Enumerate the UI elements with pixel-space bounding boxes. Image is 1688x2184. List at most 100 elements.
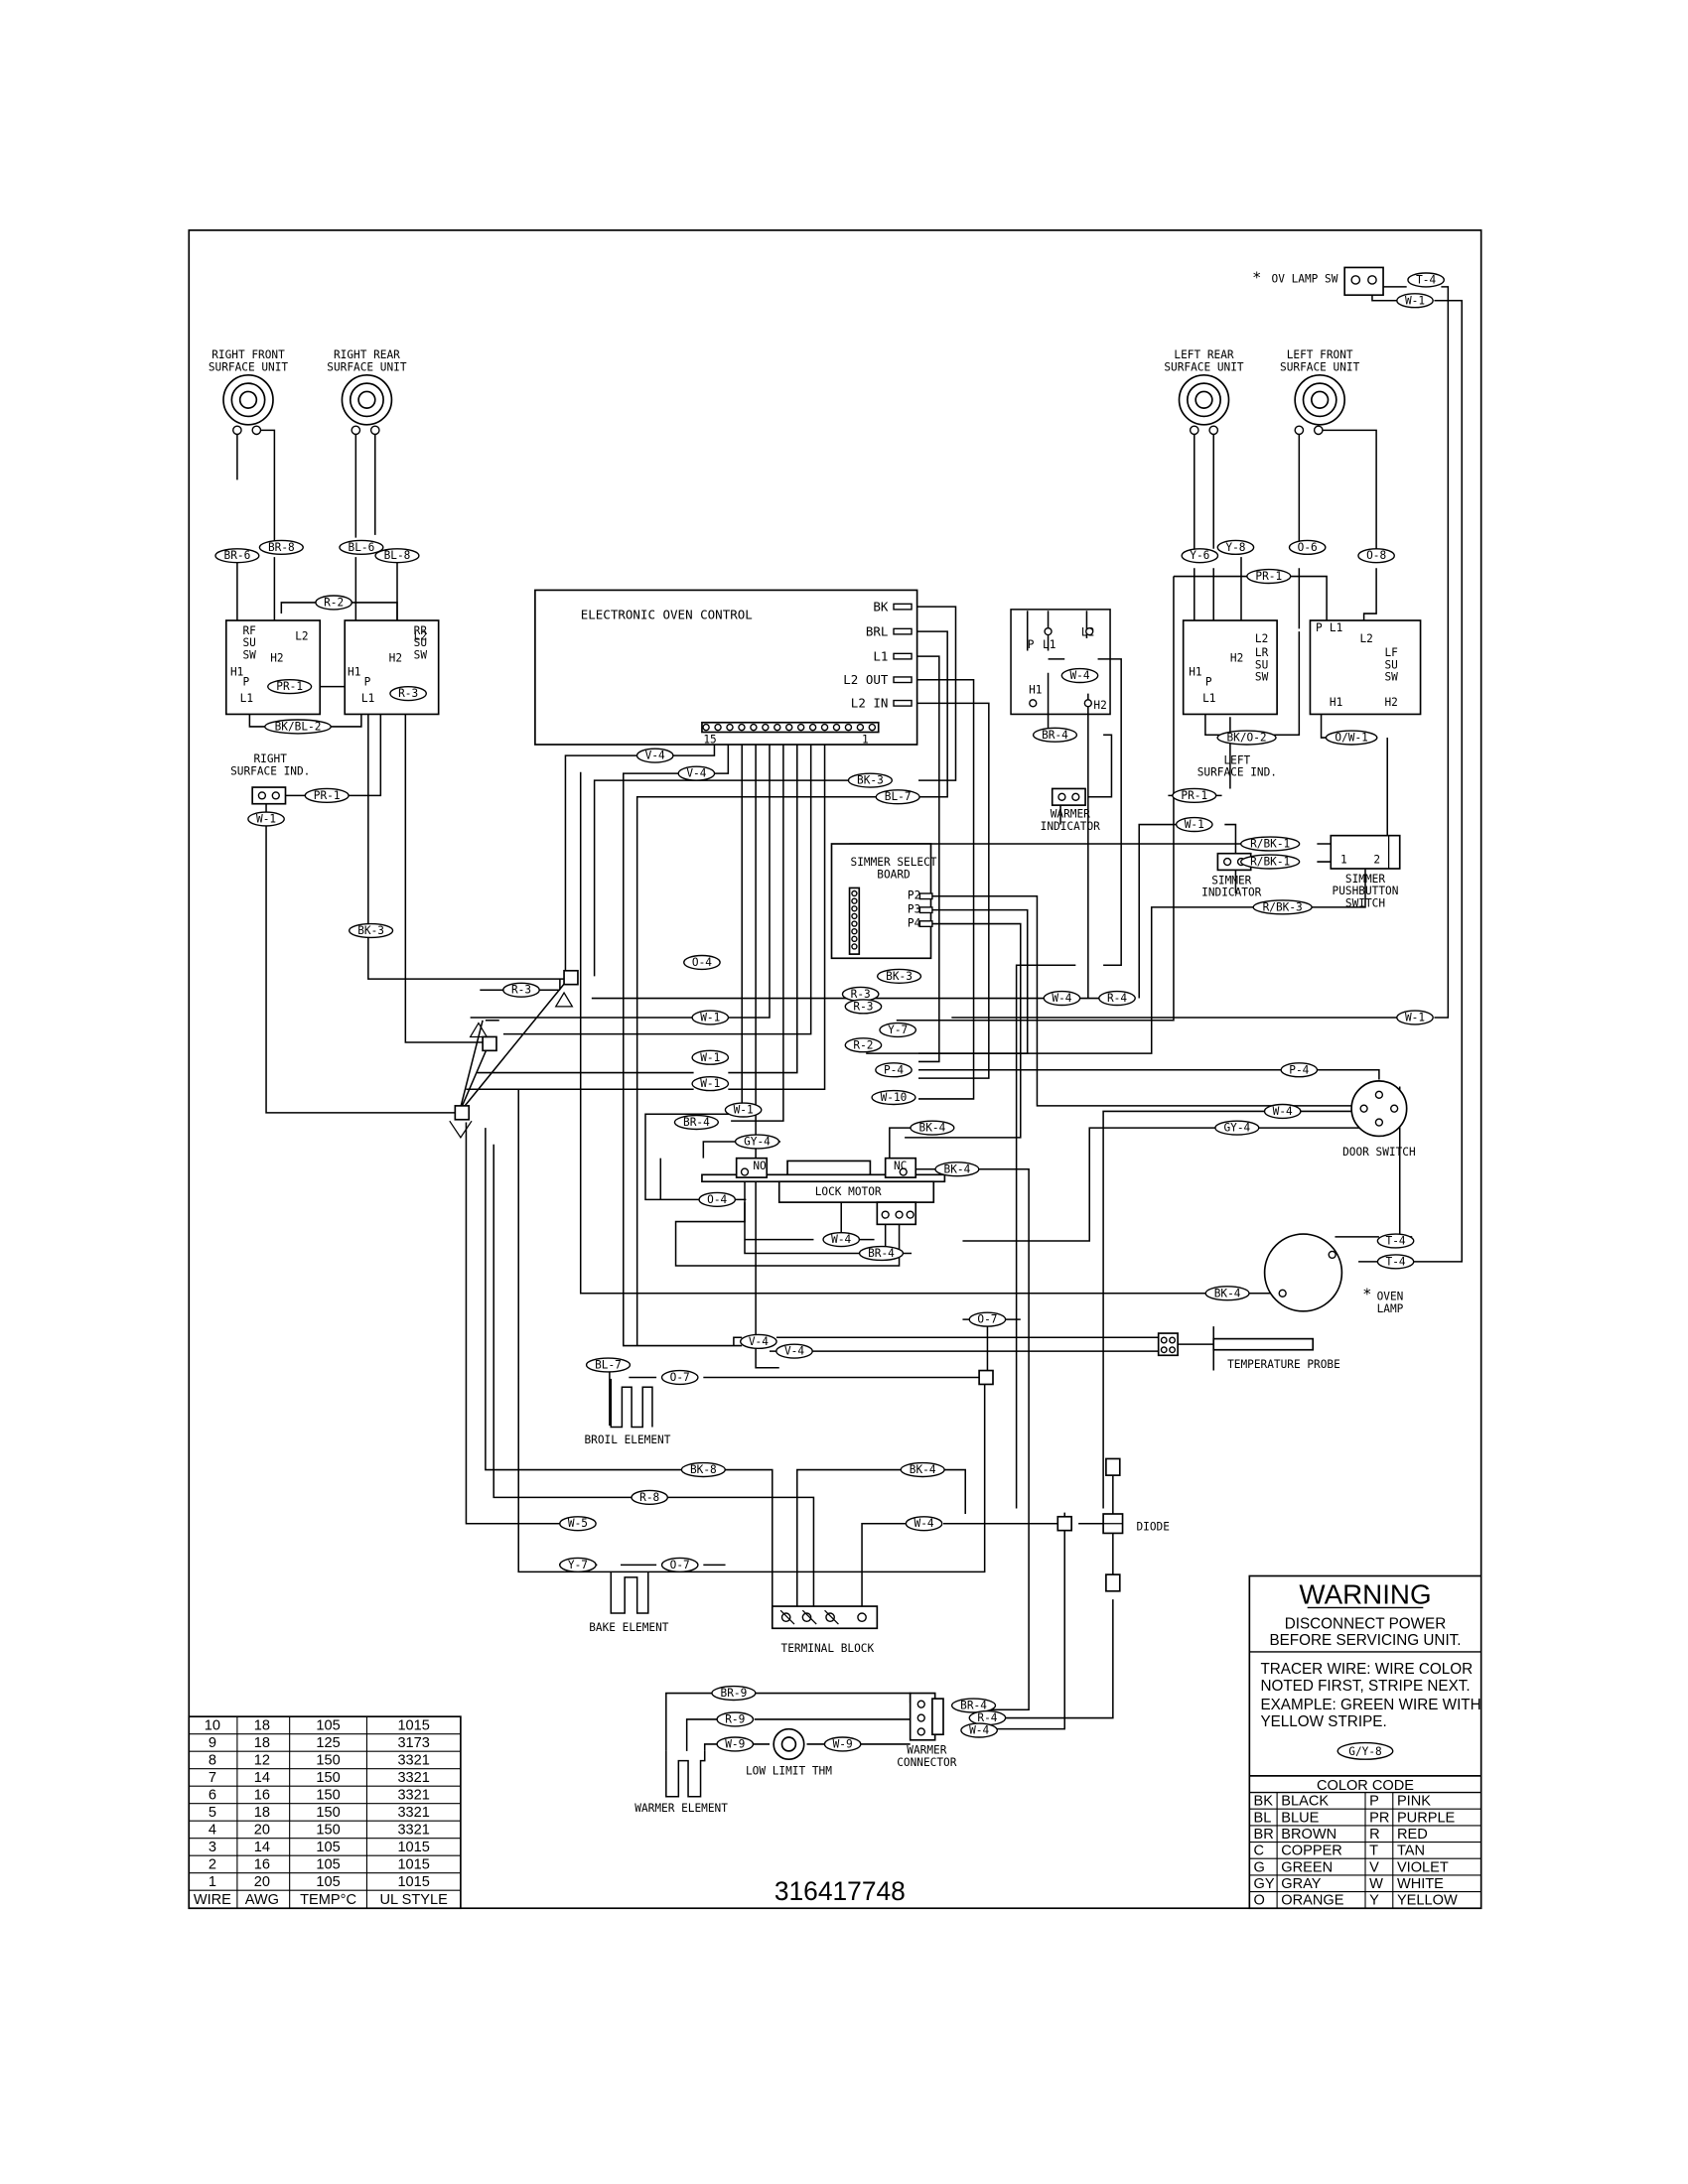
eoc-pin — [762, 723, 770, 732]
svg-text:12: 12 — [254, 1752, 270, 1768]
eoc-label: ELECTRONIC OVEN CONTROL — [581, 608, 753, 622]
svg-text:RED: RED — [1397, 1827, 1428, 1843]
wire-tag-pr1: PR-1 — [267, 679, 313, 695]
simmer-pin — [851, 935, 858, 943]
terminal-block: TERMINAL BLOCK — [771, 1605, 879, 1655]
rf-h2: H2 — [270, 652, 283, 665]
wire-tag-bk4: BK-4 — [900, 1461, 945, 1478]
svg-text:W-1: W-1 — [700, 1077, 720, 1090]
wire-tag-w1: W-1 — [1396, 1010, 1434, 1025]
rf-p: P — [242, 675, 249, 688]
svg-text:7: 7 — [209, 1770, 216, 1786]
wire-tag-t4: T-4 — [1376, 1254, 1415, 1270]
warmer-indicator-switch: P L1 L2 H1 H2 — [1028, 625, 1107, 712]
wire-tag-ow1: O/W-1 — [1325, 730, 1378, 746]
svg-text:GY-4: GY-4 — [744, 1135, 771, 1148]
svg-text:BR-4: BR-4 — [868, 1247, 895, 1260]
broil-element: BROIL ELEMENT — [584, 1378, 671, 1446]
svg-text:BK-3: BK-3 — [886, 970, 913, 983]
wire-tag-v4: V-4 — [740, 1333, 777, 1350]
ov-lamp-switch: * OV LAMP SW — [1252, 266, 1384, 297]
svg-text:105: 105 — [316, 1856, 340, 1872]
simmer-pin — [851, 897, 858, 904]
svg-text:GREEN: GREEN — [1281, 1859, 1333, 1875]
lock-nc: NC — [894, 1160, 907, 1172]
svg-text:GY-4: GY-4 — [1223, 1122, 1250, 1135]
lock-no: NO — [753, 1160, 767, 1172]
lr-h1: H1 — [1189, 666, 1201, 679]
wire-tag-v4: V-4 — [775, 1343, 813, 1359]
lock-motor-label: LOCK MOTOR — [815, 1185, 882, 1198]
svg-text:3321: 3321 — [397, 1787, 429, 1803]
wire-tag-br4: BR-4 — [858, 1245, 905, 1262]
eoc-pin — [856, 723, 865, 732]
svg-text:3: 3 — [209, 1840, 216, 1855]
lf-h2: H2 — [1384, 696, 1397, 709]
rf-l2: L2 — [295, 629, 308, 642]
wire-tag-r4: R-4 — [968, 1709, 1007, 1726]
lr-l1: L1 — [1202, 692, 1215, 705]
svg-text:YELLOW: YELLOW — [1397, 1893, 1458, 1909]
wire-tag-bl7: BL-7 — [585, 1357, 632, 1373]
svg-text:BL: BL — [1254, 1810, 1272, 1826]
wire-tag-gy4: GY-4 — [734, 1134, 780, 1150]
wire-tag-w1: W-1 — [1396, 293, 1434, 309]
svg-text:BK/BL-2: BK/BL-2 — [275, 720, 322, 733]
color-code-title: COLOR CODE — [1317, 1778, 1414, 1794]
eoc-pin — [750, 723, 758, 732]
svg-text:8: 8 — [209, 1752, 216, 1768]
simmer-pin — [851, 912, 858, 920]
wire-tag-pr1: PR-1 — [1246, 568, 1292, 585]
broil-element-label: BROIL ELEMENT — [584, 1433, 670, 1446]
svg-text:BL-8: BL-8 — [384, 549, 411, 562]
rr-l2: L2 — [414, 629, 427, 642]
eoc-pin — [714, 723, 722, 732]
simmer-pin-column — [851, 889, 858, 950]
svg-text:AWG: AWG — [245, 1892, 279, 1908]
svg-text:GY: GY — [1254, 1876, 1275, 1892]
svg-text:PR-1: PR-1 — [1181, 789, 1207, 802]
svg-text:BLUE: BLUE — [1281, 1810, 1319, 1826]
wire-tag-bk4: BK-4 — [1204, 1286, 1250, 1301]
svg-text:COPPER: COPPER — [1281, 1843, 1342, 1859]
svg-text:P: P — [1369, 1794, 1379, 1810]
svg-text:20: 20 — [254, 1822, 270, 1838]
wire-tag-r4: R-4 — [1098, 990, 1136, 1007]
svg-text:BR-4: BR-4 — [683, 1116, 710, 1129]
svg-text:W-1: W-1 — [1185, 818, 1204, 831]
eoc-pin — [868, 723, 877, 732]
part-number: 316417748 — [774, 1876, 906, 1906]
wi-p: P — [1028, 638, 1035, 651]
svg-text:BR: BR — [1254, 1827, 1274, 1843]
wire-tag-v4: V-4 — [635, 748, 674, 763]
svg-text:Y-6: Y-6 — [1190, 549, 1209, 562]
wire-tag-p4: P-4 — [1280, 1062, 1319, 1078]
svg-text:6: 6 — [209, 1787, 216, 1803]
eoc-pin — [784, 723, 793, 732]
svg-text:4: 4 — [209, 1822, 216, 1838]
rr-p: P — [364, 675, 371, 688]
svg-text:10: 10 — [205, 1717, 220, 1733]
lr-p: P — [1205, 675, 1212, 688]
low-limit-thm-label: LOW LIMIT THM — [746, 1764, 832, 1777]
